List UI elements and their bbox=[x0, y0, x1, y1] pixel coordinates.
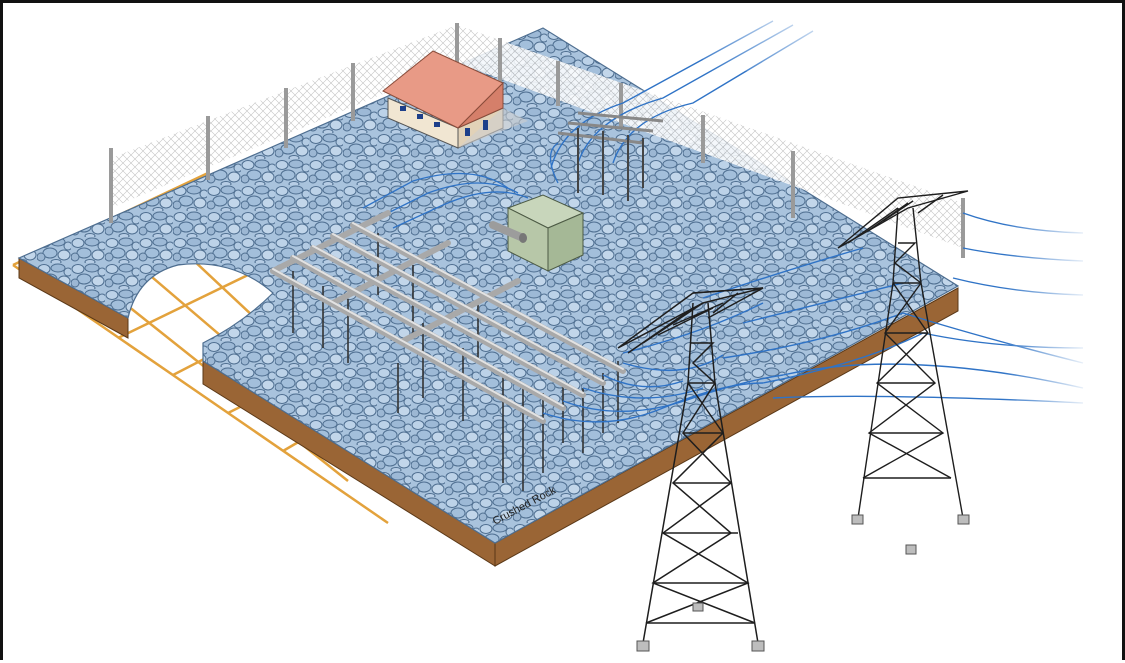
bus-bars bbox=[270, 210, 626, 424]
transmission-tower-back bbox=[837, 190, 969, 519]
tower-back-footings bbox=[851, 514, 970, 555]
transformer-leads bbox=[362, 142, 559, 229]
transformer bbox=[489, 194, 585, 272]
fence bbox=[109, 23, 965, 258]
rear-switch-structure bbox=[557, 111, 664, 201]
bus-structure bbox=[270, 210, 626, 491]
slab-edges bbox=[18, 257, 959, 567]
control-building bbox=[382, 50, 528, 149]
tower-front-footings bbox=[636, 602, 765, 652]
incoming-lines bbox=[550, 20, 814, 169]
substation-diagram: Crushed Rock bbox=[12, 11, 1093, 652]
transmission-tower-front bbox=[617, 287, 764, 644]
